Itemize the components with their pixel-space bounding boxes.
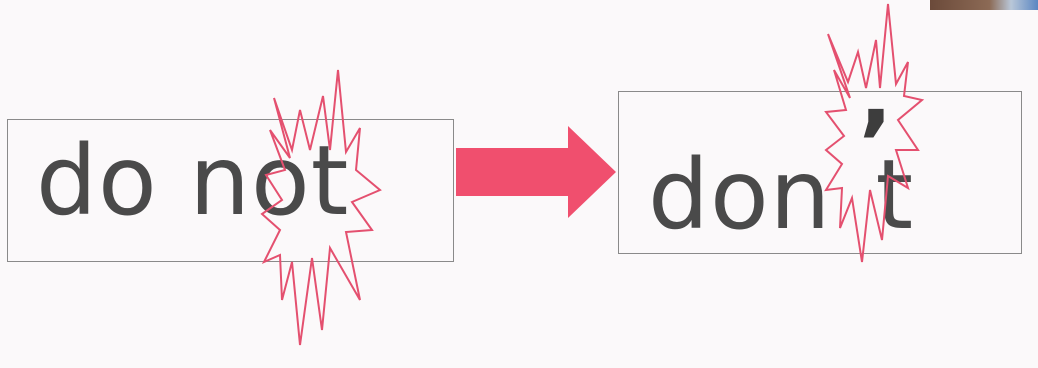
left-box (7, 119, 454, 262)
right-arrow-icon (456, 126, 616, 218)
right-word-before: don (648, 139, 832, 251)
right-box (618, 91, 1022, 254)
left-word: do not (36, 125, 350, 237)
apostrophe-mark: ’ (858, 91, 893, 198)
webcam-thumbnail (930, 0, 1038, 10)
